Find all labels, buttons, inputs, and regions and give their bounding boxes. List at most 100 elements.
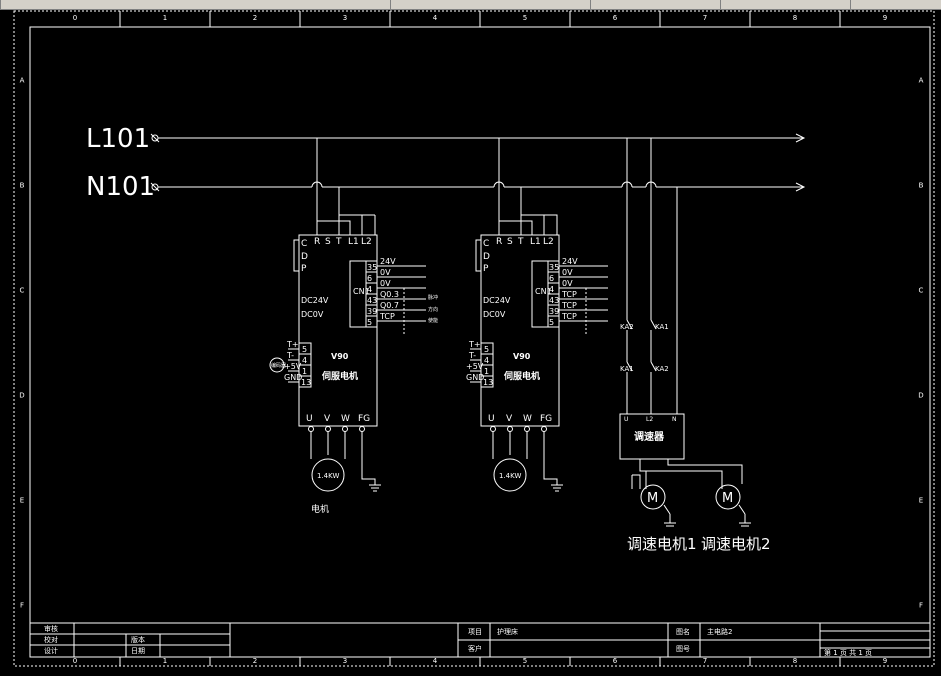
drive-2-out-w: W xyxy=(523,414,532,424)
speed-motor-1-label: 调速电机1 xyxy=(627,535,697,553)
drive-2-pin-4: 4 xyxy=(549,285,554,294)
drive-1-pin-43: 43 xyxy=(367,296,377,305)
bus-label-n101: N101 xyxy=(86,172,155,202)
drive-1-dc24: DC24V xyxy=(301,296,329,305)
tb-customer: 客户 xyxy=(468,644,482,653)
drive-2-pin-39: 39 xyxy=(549,307,559,316)
drive-1-pin-5: 5 xyxy=(367,318,372,327)
row-marker-C-right: C xyxy=(919,287,924,295)
relay-ka2-b: KA2 xyxy=(655,365,669,373)
drive-2-pin-35: 35 xyxy=(549,263,559,272)
speed-controller-box xyxy=(619,413,685,460)
power-bus-lines xyxy=(150,133,806,192)
drive-2-out-v: V xyxy=(506,414,513,424)
drive-2-sig-24v: 24V xyxy=(562,257,578,266)
tb-review: 审核 xyxy=(44,624,58,633)
row-marker-F-right: F xyxy=(919,602,923,610)
drive-1-pin-35: 35 xyxy=(367,263,377,272)
drive-1-term-l2: L2 xyxy=(361,237,372,247)
relay-ka1-a: KA1 xyxy=(655,323,669,331)
drive-1-sig-0v-a: 0V xyxy=(380,268,391,277)
drive-1-sig-24v: 24V xyxy=(380,257,396,266)
drive-2-lbl-gnd: GND xyxy=(466,373,484,382)
column-marker-1-bottom: 1 xyxy=(163,657,167,665)
tb-design: 设计 xyxy=(44,646,58,655)
drive-2-pin-5: 5 xyxy=(549,318,554,327)
tb-sheet-of: 第 1 页 共 1 页 xyxy=(824,648,872,657)
drive-1-encoder-label: 编码器 xyxy=(271,362,286,369)
column-marker-8-top: 8 xyxy=(793,14,797,22)
column-marker-9-top: 9 xyxy=(883,14,887,22)
row-marker-E-left: E xyxy=(20,497,24,505)
tb-project-value: 护理床 xyxy=(497,627,518,636)
drive-2-term-r: R xyxy=(496,237,502,247)
row-marker-B-right: B xyxy=(919,182,924,190)
column-marker-3-bottom: 3 xyxy=(343,657,347,665)
drive-1-enc-pin-1: 1 xyxy=(302,367,307,376)
relay-ka2-a: KA2 xyxy=(620,323,634,331)
linetype-dropdown[interactable] xyxy=(390,0,591,9)
relay-ka1-b: KA1 xyxy=(620,365,634,373)
drive-1-term-r: R xyxy=(314,237,320,247)
drive-1-pin-4: 4 xyxy=(367,285,372,294)
tb-drawing-name-value: 主电路2 xyxy=(707,627,732,636)
tb-version: 版本 xyxy=(131,635,145,644)
drive-2-motor-wiring xyxy=(490,426,563,492)
drive-1-term-l1: L1 xyxy=(348,237,359,247)
speed-motor-2-symbol: M xyxy=(722,491,733,506)
column-marker-3-top: 3 xyxy=(343,14,347,22)
drive-2-enc-pin-4: 4 xyxy=(484,356,489,365)
column-marker-6-top: 6 xyxy=(613,14,618,22)
speed-motor-2-label: 调速电机2 xyxy=(701,535,771,553)
cad-toolbar-strip xyxy=(0,0,941,10)
column-marker-9-bottom: 9 xyxy=(883,657,887,665)
servo-drive-2: C R S T L1 L2 D P DC24V DC0V V90 伺服电机 CN… xyxy=(466,138,608,492)
column-marker-2-top: 2 xyxy=(253,14,257,22)
drive-2-cn1-pins xyxy=(547,260,608,334)
column-marker-0-top: 0 xyxy=(73,14,77,22)
drive-2-term-c: C xyxy=(483,239,489,249)
drive-2-out-u: U xyxy=(488,414,495,424)
column-marker-7-top: 7 xyxy=(703,14,707,22)
speed-motor-1-symbol: M xyxy=(647,491,658,506)
drive-1-supply-wiring xyxy=(316,138,376,235)
toolbar-icons-group[interactable] xyxy=(0,0,131,9)
column-marker-4-top: 4 xyxy=(433,14,438,22)
row-marker-A-right: A xyxy=(919,77,924,85)
linetype-dropdown-2[interactable] xyxy=(720,0,851,9)
drive-2-body xyxy=(480,234,560,427)
column-marker-6-bottom: 6 xyxy=(613,657,618,665)
drive-1-note-pulse: 脉冲 xyxy=(428,294,438,301)
drive-2-sig-0v-a: 0V xyxy=(562,268,573,277)
column-marker-1-top: 1 xyxy=(163,14,167,22)
drive-2-lbl-tminus: T- xyxy=(468,351,476,360)
drive-2-pin-43: 43 xyxy=(549,296,559,305)
drive-1-term-s: S xyxy=(325,237,331,247)
drive-1-sig-q07: Q0.7 xyxy=(380,301,399,310)
tb-project: 项目 xyxy=(468,628,482,636)
relay-contact-wiring xyxy=(626,138,678,414)
drive-1-out-w: W xyxy=(341,414,350,424)
drive-2-model: V90 xyxy=(513,352,531,361)
title-block-lines xyxy=(30,622,930,657)
color-dropdown[interactable] xyxy=(850,0,941,9)
row-marker-D-left: D xyxy=(19,392,24,400)
lineweight-dropdown[interactable] xyxy=(590,0,721,9)
row-marker-E-right: E xyxy=(919,497,923,505)
drive-1-sig-tcp: TCP xyxy=(379,312,395,321)
drive-1-out-v: V xyxy=(324,414,331,424)
drive-2-term-s: S xyxy=(507,237,513,247)
drive-1-out-fg: FG xyxy=(358,414,370,424)
drive-2-lbl-5v: +5V xyxy=(466,362,484,371)
drive-2-term-d: D xyxy=(483,252,490,262)
drive-2-enc-pin-5: 5 xyxy=(484,345,489,354)
drive-1-pin-6: 6 xyxy=(367,274,372,283)
drive-1-enc-pin-13: 13 xyxy=(301,378,311,387)
drive-2-sig-tcp-b: TCP xyxy=(561,301,577,310)
speed-motor-wiring xyxy=(631,459,751,527)
drive-1-note-dir: 方向 xyxy=(428,306,438,313)
drive-2-term-p: P xyxy=(483,264,489,274)
drive-1-lbl-gnd: GND xyxy=(284,373,302,382)
